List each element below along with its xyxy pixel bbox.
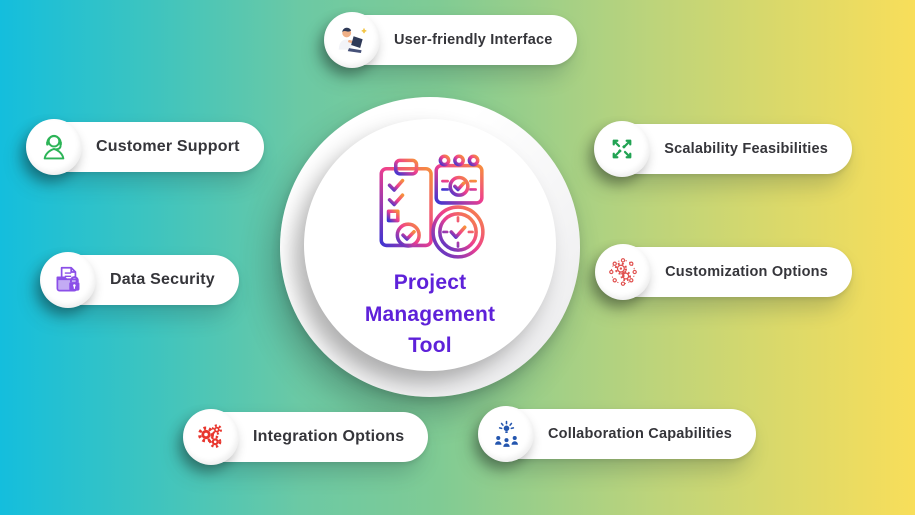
gear-network-icon: [595, 244, 652, 300]
center-title: Project Management Tool: [365, 267, 495, 362]
person-laptop-icon: [324, 12, 380, 68]
feature-pill-scalability-feasibilities: Scalability Feasibilities: [594, 121, 852, 177]
team-idea-icon: [478, 406, 534, 462]
expand-arrows-icon: [594, 121, 651, 177]
feature-label: Scalability Feasibilities: [664, 141, 828, 157]
feature-pill-data-security: Data Security: [40, 252, 239, 308]
folder-lock-icon: [40, 252, 96, 308]
center-title-line3: Tool: [408, 334, 452, 357]
feature-label: Customer Support: [96, 138, 240, 155]
feature-pill-user-friendly-interface: User-friendly Interface: [324, 12, 577, 68]
center-title-line1: Project: [393, 271, 467, 294]
center-circle-ring: Project Management Tool: [280, 97, 580, 397]
feature-pill-collaboration-capabilities: Collaboration Capabilities: [478, 406, 757, 462]
headset-person-icon: [26, 119, 82, 175]
feature-label: Integration Options: [253, 428, 405, 445]
feature-pill-integration-options: Integration Options: [183, 409, 429, 465]
feature-label: User-friendly Interface: [394, 32, 553, 48]
feature-label: Customization Options: [665, 264, 828, 280]
feature-pill-customization-options: Customization Options: [595, 244, 852, 300]
clipboard-calendar-clock-icon: [379, 154, 485, 259]
feature-label: Collaboration Capabilities: [548, 426, 733, 442]
feature-pill-customer-support: Customer Support: [26, 119, 264, 175]
feature-label: Data Security: [110, 271, 215, 288]
center-circle: Project Management Tool: [304, 119, 556, 371]
gears-icon: [183, 409, 239, 465]
center-title-line2: Management: [364, 302, 496, 326]
